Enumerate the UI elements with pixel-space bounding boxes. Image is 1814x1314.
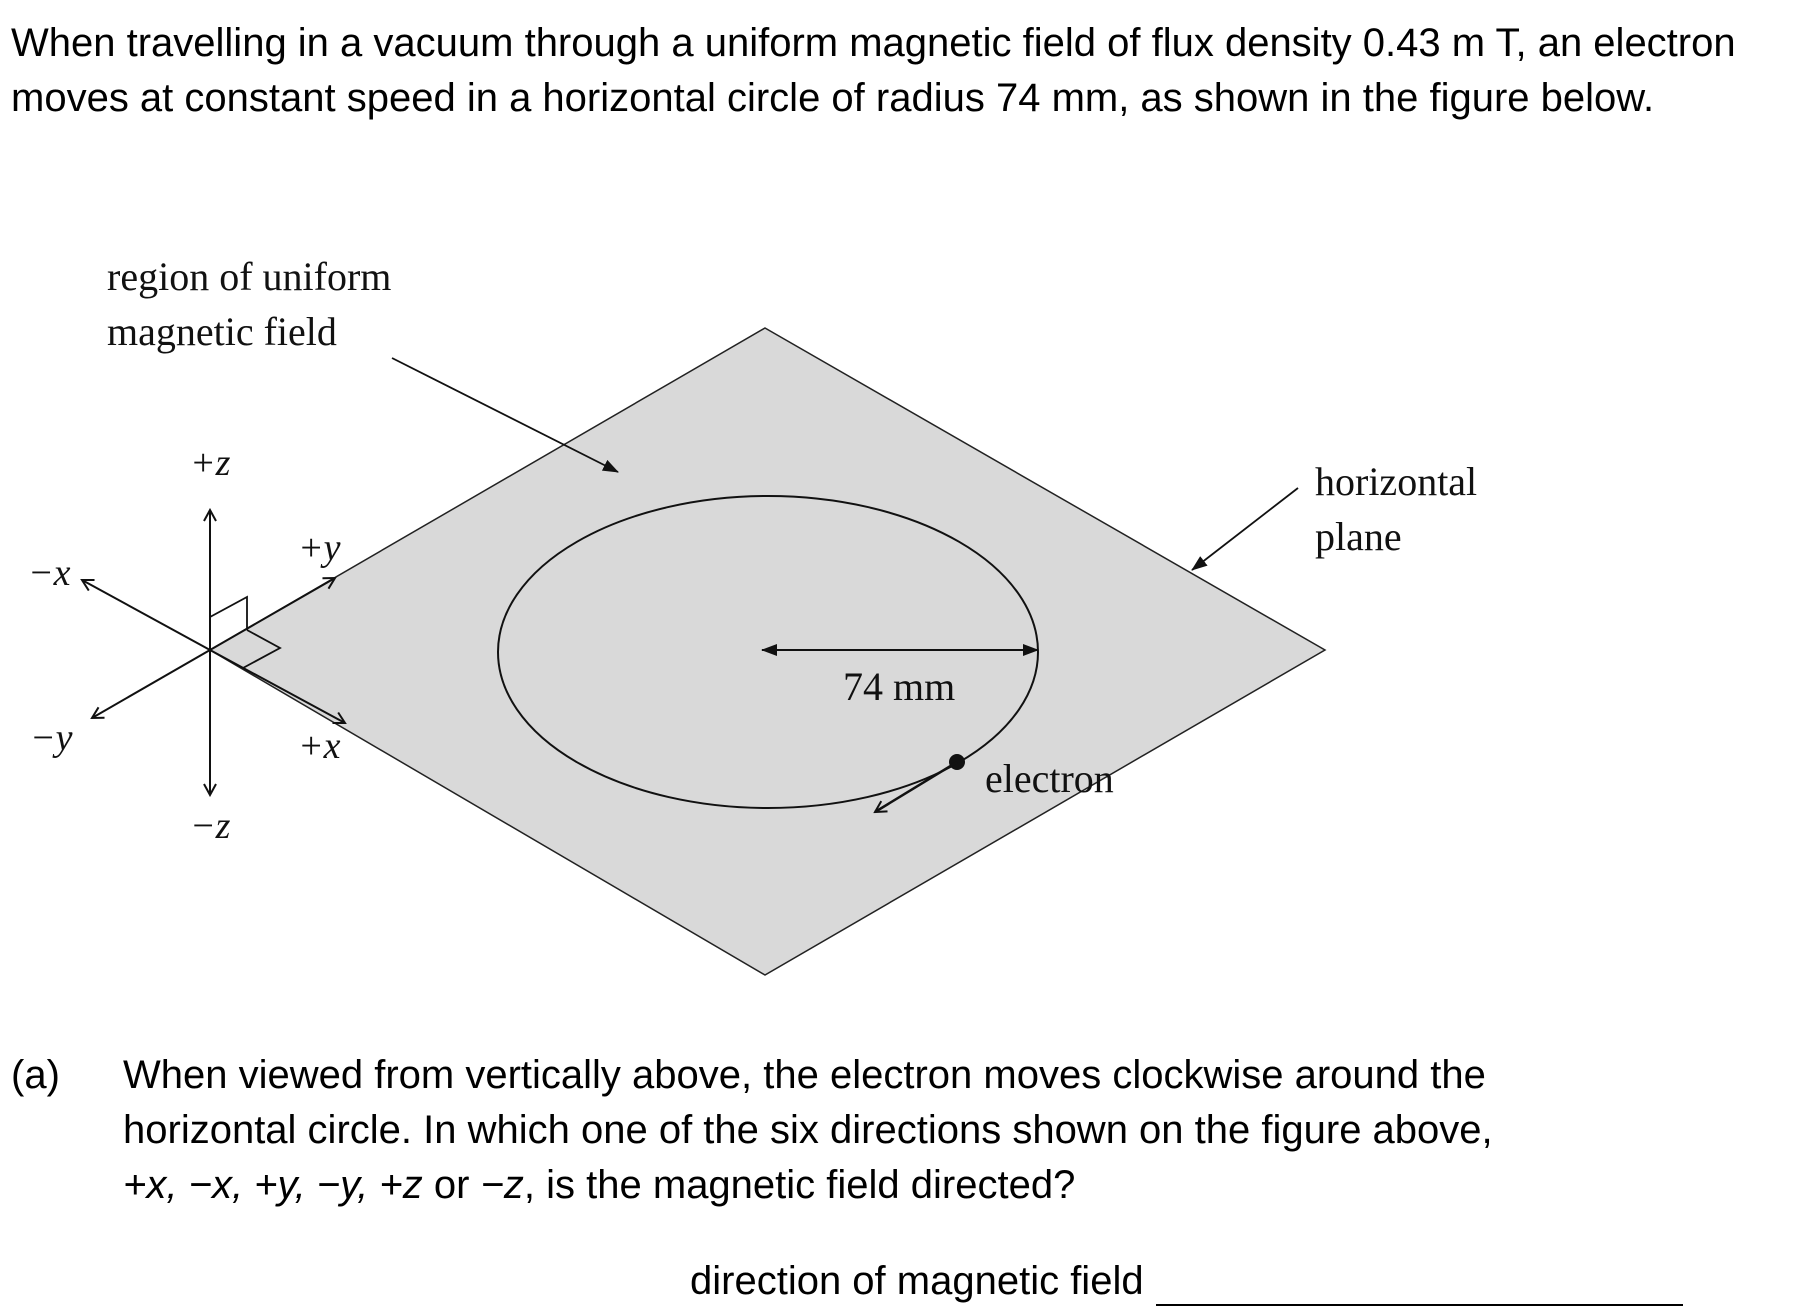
right-angle-marker-xy <box>242 629 282 669</box>
plane-label-line1: horizontal <box>1315 459 1477 504</box>
radius-label: 74 mm <box>843 664 955 709</box>
horizontal-plane <box>208 327 1327 976</box>
question-line-3-end: , is the magnetic field directed? <box>523 1163 1076 1207</box>
region-label-line1: region of uniform <box>107 254 391 299</box>
answer-blank-line[interactable] <box>1155 1262 1683 1306</box>
axes-diagram: +z −z +y −y +x −x <box>28 442 345 847</box>
magnetic-field-figure: 74 mm electron region of uniform magneti… <box>28 254 1477 976</box>
region-label-line2: magnetic field <box>107 309 337 354</box>
y-axis-pos <box>209 578 335 651</box>
axis-label-pos-z: +z <box>190 442 231 484</box>
plane-pointer-arrow <box>1191 487 1299 571</box>
axis-label-neg-y: −y <box>30 717 73 759</box>
region-pointer-arrow <box>391 357 619 473</box>
plane-label-line2: plane <box>1315 514 1402 559</box>
question-line-3-or: or <box>422 1163 481 1207</box>
y-axis-neg <box>92 649 211 718</box>
question-line-3-directions: +x, −x, +y, −y, +z <box>123 1163 423 1207</box>
axis-label-neg-x: −x <box>28 552 71 594</box>
right-angle-marker-z <box>209 595 248 630</box>
question-line-1: When viewed from vertically above, the e… <box>123 1053 1486 1097</box>
intro-paragraph: When travelling in a vacuum through a un… <box>11 21 1736 120</box>
x-axis-neg <box>82 580 211 651</box>
electron-label: electron <box>985 756 1114 801</box>
axis-label-neg-z: −z <box>190 805 231 847</box>
question-line-2: horizontal circle. In which one of the s… <box>123 1108 1493 1152</box>
question-text: When viewed from vertically above, the e… <box>123 1048 1683 1213</box>
question-line-3-last-direction: −z <box>480 1163 524 1207</box>
axis-label-pos-x: +x <box>298 725 341 767</box>
answer-row: direction of magnetic field <box>690 1256 1683 1306</box>
x-axis-pos <box>209 649 345 723</box>
answer-label: direction of magnetic field <box>690 1259 1144 1303</box>
electron-velocity-arrow <box>875 760 958 812</box>
question-part-label: (a) <box>11 1053 60 1097</box>
axis-label-pos-y: +y <box>298 527 341 569</box>
